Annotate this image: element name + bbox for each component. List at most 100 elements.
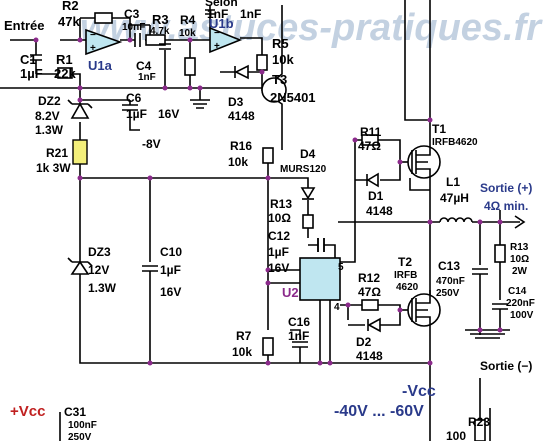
- svg-text:10Ω: 10Ω: [268, 211, 291, 225]
- svg-text:IRFB: IRFB: [394, 270, 417, 281]
- svg-text:47Ω: 47Ω: [358, 139, 381, 153]
- svg-text:R4: R4: [180, 13, 196, 27]
- svg-text:1nF: 1nF: [288, 329, 309, 343]
- svg-text:D3: D3: [228, 95, 244, 109]
- svg-text:1nF: 1nF: [240, 7, 261, 21]
- diode-d1: [366, 172, 379, 188]
- transistor-t3: [261, 77, 287, 103]
- resistor-r13b: [494, 244, 506, 263]
- diode-d4: [300, 187, 316, 200]
- svg-text:R1: R1: [56, 52, 73, 67]
- resistor-r3: [145, 34, 166, 46]
- svg-text:100: 100: [446, 429, 466, 441]
- svg-text:C3: C3: [124, 7, 140, 21]
- svg-text:U1b: U1b: [209, 16, 234, 31]
- svg-text:10k: 10k: [228, 155, 248, 169]
- svg-text:470nF: 470nF: [436, 276, 465, 287]
- svg-text:U1a: U1a: [88, 58, 113, 73]
- svg-text:T3: T3: [272, 72, 287, 87]
- svg-text:L1: L1: [446, 175, 460, 189]
- resistor-r23: [474, 419, 486, 441]
- svg-text:1nF: 1nF: [138, 72, 156, 83]
- resistor-r16: [262, 147, 274, 164]
- svg-text:16V: 16V: [268, 261, 289, 275]
- svg-text:C6: C6: [126, 91, 142, 105]
- svg-text:250V: 250V: [436, 288, 460, 299]
- svg-text:-Vcc: -Vcc: [402, 383, 436, 400]
- svg-text:1.3W: 1.3W: [88, 281, 117, 295]
- svg-text:DZ3: DZ3: [88, 245, 111, 259]
- svg-text:T1: T1: [432, 122, 446, 136]
- svg-text:1nF: 1nF: [207, 7, 228, 21]
- svg-text:C4: C4: [136, 59, 152, 73]
- inductor-l1: [439, 217, 473, 223]
- svg-text:16V: 16V: [158, 107, 179, 121]
- resistor-r4: [184, 57, 196, 76]
- svg-text:C31: C31: [64, 405, 86, 419]
- svg-text:R3: R3: [152, 12, 169, 27]
- svg-text:10k: 10k: [272, 52, 294, 67]
- svg-text:1k 3W: 1k 3W: [36, 161, 71, 175]
- diode-d2: [367, 317, 381, 333]
- resistor-r1: [57, 67, 73, 79]
- svg-text:C13: C13: [438, 259, 460, 273]
- svg-text:47µH: 47µH: [440, 191, 469, 205]
- svg-text:16V: 16V: [160, 285, 181, 299]
- svg-text:8.2V: 8.2V: [35, 109, 60, 123]
- svg-text:5: 5: [338, 262, 344, 273]
- svg-text:1µF: 1µF: [268, 245, 289, 259]
- diode-d3: [234, 64, 249, 80]
- svg-text:C14: C14: [508, 286, 527, 297]
- svg-text:1µF: 1µF: [126, 107, 147, 121]
- svg-text:4: 4: [334, 302, 340, 313]
- svg-text:10Ω: 10Ω: [510, 254, 529, 265]
- capacitor-top: [205, 9, 215, 15]
- svg-text:T2: T2: [398, 255, 412, 269]
- svg-text:R16: R16: [230, 139, 252, 153]
- resistor-r12: [361, 299, 379, 311]
- resistor-r11: [361, 134, 379, 146]
- svg-text:Sortie (+): Sortie (+): [480, 181, 532, 195]
- svg-text:22k: 22k: [54, 66, 76, 81]
- svg-text:100nF: 100nF: [68, 420, 97, 431]
- svg-text:+: +: [90, 43, 96, 54]
- labels: Entrée R2 47k C3 10nF R3 4.7k R4 10k U1b…: [4, 0, 535, 441]
- svg-text:4148: 4148: [356, 349, 383, 363]
- svg-text:47k: 47k: [58, 14, 80, 29]
- svg-text:12V: 12V: [88, 263, 109, 277]
- svg-text:10nF: 10nF: [122, 22, 145, 33]
- opamp-u1b: [209, 26, 243, 54]
- svg-text:4Ω min.: 4Ω min.: [484, 199, 528, 213]
- svg-text:C16: C16: [288, 315, 310, 329]
- svg-text:220nF: 220nF: [506, 298, 535, 309]
- svg-text:4620: 4620: [396, 282, 419, 293]
- svg-text:1.3W: 1.3W: [35, 123, 64, 137]
- svg-text:R13: R13: [270, 197, 292, 211]
- components: − + − +: [57, 9, 526, 441]
- svg-text:1µF: 1µF: [160, 263, 181, 277]
- svg-text:250V: 250V: [68, 432, 92, 441]
- svg-text:-40V ... -60V: -40V ... -60V: [334, 403, 424, 420]
- svg-text:−: −: [90, 30, 96, 41]
- svg-text:D2: D2: [356, 335, 372, 349]
- capacitor-c12: [317, 238, 325, 252]
- svg-text:R11: R11: [360, 125, 382, 139]
- svg-text:D4: D4: [300, 147, 316, 161]
- svg-text:DZ2: DZ2: [38, 94, 61, 108]
- svg-text:R13: R13: [510, 242, 529, 253]
- svg-text:4.7k: 4.7k: [150, 26, 170, 37]
- svg-text:1µF: 1µF: [20, 66, 43, 81]
- svg-text:C12: C12: [268, 229, 290, 243]
- svg-text:IRFB4620: IRFB4620: [432, 137, 478, 148]
- opamp-u1a: [85, 28, 123, 56]
- svg-text:C1: C1: [20, 52, 37, 67]
- svg-text:−: −: [214, 28, 220, 39]
- resistor-r7: [262, 337, 274, 356]
- label-entree: Entrée: [4, 18, 44, 33]
- svg-text:R2: R2: [62, 0, 79, 13]
- svg-text:R21: R21: [46, 146, 68, 160]
- resistor-r5: [256, 54, 268, 71]
- svg-text:2W: 2W: [512, 266, 528, 277]
- resistor-r13: [302, 214, 314, 229]
